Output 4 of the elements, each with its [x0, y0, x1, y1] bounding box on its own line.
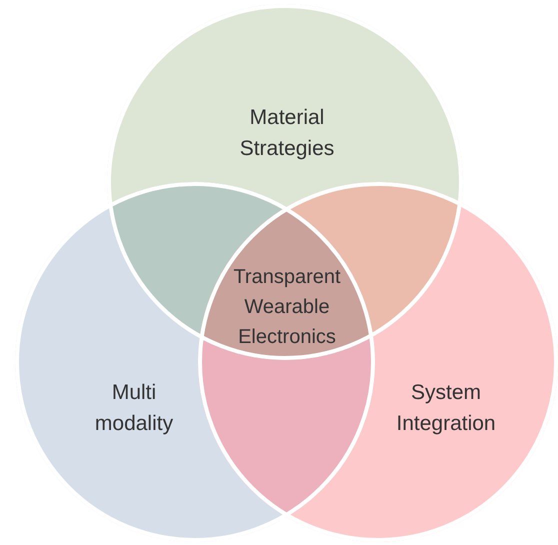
- venn-label: Multi modality: [94, 380, 174, 437]
- venn-label: Transparent Wearable Electronics: [232, 265, 342, 350]
- venn-label: Material Strategies: [238, 105, 336, 162]
- venn-label: System Integration: [395, 380, 497, 437]
